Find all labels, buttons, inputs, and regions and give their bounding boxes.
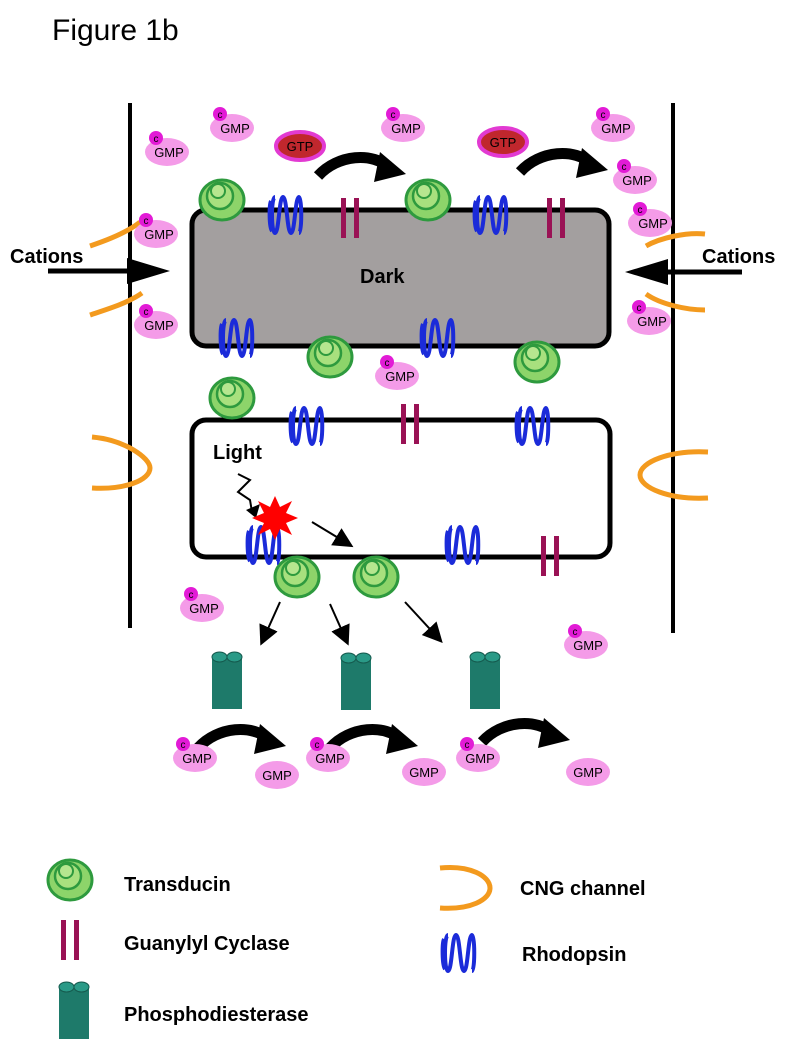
cgmp-molecule: c GMP <box>173 737 217 772</box>
light-label: Light <box>213 442 262 464</box>
hydrolysis-arrow <box>482 718 570 748</box>
svg-text:c: c <box>144 307 149 318</box>
svg-text:GMP: GMP <box>144 318 174 333</box>
svg-text:GMP: GMP <box>189 601 219 616</box>
transducin <box>513 340 561 384</box>
legend-phosphodiesterase-icon <box>58 981 90 1040</box>
svg-text:GMP: GMP <box>391 121 421 136</box>
cgmp-molecule: c GMP <box>180 587 224 622</box>
cng-channel-right-open <box>644 231 706 313</box>
activation-star <box>252 496 298 540</box>
gtp-molecule: GTP <box>477 126 529 158</box>
legend-rhodopsin-label: Rhodopsin <box>522 944 626 966</box>
transducin <box>198 178 246 222</box>
cgmp-molecule: c GMP <box>306 737 350 772</box>
legend-cng-channel-icon <box>439 865 493 911</box>
transducin-activated <box>273 555 321 599</box>
svg-text:c: c <box>144 216 149 227</box>
gmp-molecule: GMP <box>566 758 610 786</box>
svg-text:GMP: GMP <box>144 227 174 242</box>
legend-rhodopsin-icon <box>440 933 477 973</box>
cng-channel-left-open <box>89 220 144 318</box>
cgmp-molecule: c GMP <box>375 355 419 390</box>
svg-text:c: c <box>385 358 390 369</box>
svg-text:GMP: GMP <box>409 765 439 780</box>
legend-guanylyl-cyclase-icon <box>61 920 79 960</box>
gtp-label: GTP <box>490 135 517 150</box>
gtp-molecule: GTP <box>274 130 326 162</box>
svg-text:GMP: GMP <box>465 751 495 766</box>
svg-text:GMP: GMP <box>622 173 652 188</box>
cng-channel-right-closed <box>637 449 709 501</box>
svg-text:GMP: GMP <box>637 314 667 329</box>
cgmp-molecule: c GMP <box>456 737 500 772</box>
cgmp-molecule: c GMP <box>564 624 608 659</box>
transducin <box>208 376 256 420</box>
legend-transducin-label: Transducin <box>124 874 231 896</box>
svg-text:c: c <box>218 110 223 121</box>
svg-text:GMP: GMP <box>601 121 631 136</box>
transducin-to-pde-arrow <box>329 603 350 646</box>
cations-arrow-right <box>625 259 742 285</box>
cgmp-molecule: c GMP <box>134 213 178 248</box>
svg-text:GMP: GMP <box>638 216 668 231</box>
cations-arrow-left <box>48 258 170 284</box>
phosphodiesterase <box>340 652 372 711</box>
svg-text:GMP: GMP <box>182 751 212 766</box>
legend-phosphodiesterase-label: Phosphodiesterase <box>124 1004 309 1026</box>
svg-text:c: c <box>189 590 194 601</box>
cgmp-molecule: c GMP <box>591 107 635 142</box>
svg-text:GMP: GMP <box>154 145 184 160</box>
activation-arrow <box>311 521 354 548</box>
phosphodiesterase <box>211 651 243 710</box>
gmp-molecule: GMP <box>255 761 299 789</box>
svg-text:c: c <box>638 205 643 216</box>
svg-text:c: c <box>315 740 320 751</box>
cgmp-molecule: c GMP <box>210 107 254 142</box>
cgmp-molecule: c GMP <box>627 300 671 335</box>
cgmp-molecule: c GMP <box>381 107 425 142</box>
legend-guanylyl-cyclase-label: Guanylyl Cyclase <box>124 933 290 955</box>
dark-disc <box>189 207 612 349</box>
light-photon-arrow <box>236 473 260 518</box>
phosphodiesterase <box>469 651 501 710</box>
legend: Transducin Guanylyl Cyclase Phosphodiest… <box>46 858 646 1040</box>
svg-text:c: c <box>573 627 578 638</box>
svg-text:c: c <box>181 740 186 751</box>
svg-text:c: c <box>637 303 642 314</box>
svg-text:GMP: GMP <box>573 765 603 780</box>
dark-label: Dark <box>360 266 405 288</box>
transducin <box>306 335 354 379</box>
svg-text:GMP: GMP <box>262 768 292 783</box>
cations-label-left: Cations <box>10 246 83 268</box>
gtp-label: GTP <box>287 139 314 154</box>
figure-title: Figure 1b <box>52 14 179 47</box>
svg-text:c: c <box>154 134 159 145</box>
legend-transducin-icon <box>46 858 94 902</box>
cgmp-molecule: c GMP <box>145 131 189 166</box>
svg-text:GMP: GMP <box>573 638 603 653</box>
transducin <box>404 178 452 222</box>
transducin-activated <box>352 555 400 599</box>
cng-channel-left-closed <box>91 434 153 491</box>
gmp-molecule: GMP <box>402 758 446 786</box>
legend-cng-channel-label: CNG channel <box>520 878 646 900</box>
gtp-conversion-arrow <box>318 152 406 182</box>
cgmp-molecule: c GMP <box>628 202 672 237</box>
cgmp-molecule: c GMP <box>134 304 178 339</box>
svg-text:GMP: GMP <box>220 121 250 136</box>
transducin-to-pde-arrow <box>259 601 281 646</box>
svg-text:c: c <box>622 162 627 173</box>
svg-text:c: c <box>601 110 606 121</box>
svg-text:GMP: GMP <box>385 369 415 384</box>
cgmp-molecule: c GMP <box>613 159 657 194</box>
cations-label-right: Cations <box>702 246 775 268</box>
svg-text:GMP: GMP <box>315 751 345 766</box>
svg-text:c: c <box>391 110 396 121</box>
svg-text:c: c <box>465 740 470 751</box>
gtp-conversion-arrow <box>520 148 608 178</box>
transducin-to-pde-arrow <box>404 601 443 643</box>
